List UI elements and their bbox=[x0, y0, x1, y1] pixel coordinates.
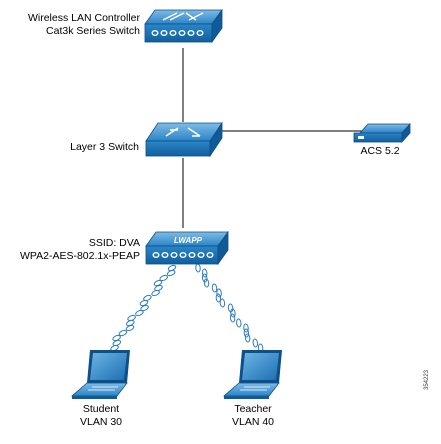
wireless-link-segment bbox=[203, 278, 210, 288]
layer3-switch-icon bbox=[145, 121, 223, 158]
wireless-link-segment bbox=[125, 324, 135, 332]
wireless-link-segment bbox=[252, 338, 259, 348]
wireless-link-segment bbox=[154, 284, 163, 292]
student-label-line2: VLAN 30 bbox=[80, 416, 122, 428]
ap-label-line2: WPA2-AES-802.1x-PEAP bbox=[20, 250, 140, 262]
teacher-label-line2: VLAN 40 bbox=[232, 416, 274, 428]
wireless-link-segment bbox=[215, 293, 222, 303]
wireless-link-student bbox=[110, 264, 177, 352]
student-laptop-icon bbox=[70, 350, 130, 399]
wireless-link-segment bbox=[166, 269, 176, 277]
wireless-link-segment bbox=[201, 268, 208, 278]
wireless-link-segment bbox=[230, 308, 236, 318]
wlc-switch-icon bbox=[144, 8, 223, 44]
wireless-link-segment bbox=[219, 298, 226, 308]
wireless-link-segment bbox=[118, 329, 128, 337]
wireless-link-segment bbox=[143, 294, 152, 302]
wireless-link-segment bbox=[140, 304, 149, 312]
wireless-link-segment bbox=[112, 339, 122, 347]
layer3-switch-label: Layer 3 Switch bbox=[70, 141, 139, 153]
acs-server-icon bbox=[353, 122, 411, 144]
wireless-link-segment bbox=[216, 288, 222, 298]
wireless-link-segment bbox=[159, 274, 168, 282]
ap-label-line1: SSID: DVA bbox=[89, 237, 140, 249]
wireless-link-segment bbox=[151, 289, 160, 297]
wireless-link-segment bbox=[211, 283, 218, 293]
student-label-line1: Student bbox=[83, 403, 119, 415]
wlc-label-line2: Cat3k Series Switch bbox=[46, 25, 140, 37]
wireless-link-segment bbox=[229, 313, 236, 323]
wireless-link-segment bbox=[243, 328, 250, 338]
svg-text:LWAPP: LWAPP bbox=[174, 236, 203, 245]
figure-id: 354223 bbox=[424, 369, 430, 390]
wireless-link-teacher bbox=[195, 263, 264, 353]
wireless-link-segment bbox=[236, 318, 242, 328]
access-point-icon: LWAPP bbox=[145, 230, 229, 266]
acs-label: ACS 5.2 bbox=[360, 145, 399, 157]
wireless-link-segment bbox=[195, 263, 201, 273]
wireless-link-segment bbox=[139, 299, 149, 307]
teacher-label-line1: Teacher bbox=[234, 403, 272, 415]
wireless-link-segment bbox=[201, 273, 208, 283]
teacher-laptop-icon bbox=[222, 350, 282, 399]
wireless-link-segment bbox=[135, 309, 144, 317]
wireless-link-segment bbox=[243, 323, 249, 333]
wireless-link-segment bbox=[244, 333, 251, 343]
wlc-label-line1: Wireless LAN Controller bbox=[28, 12, 141, 24]
